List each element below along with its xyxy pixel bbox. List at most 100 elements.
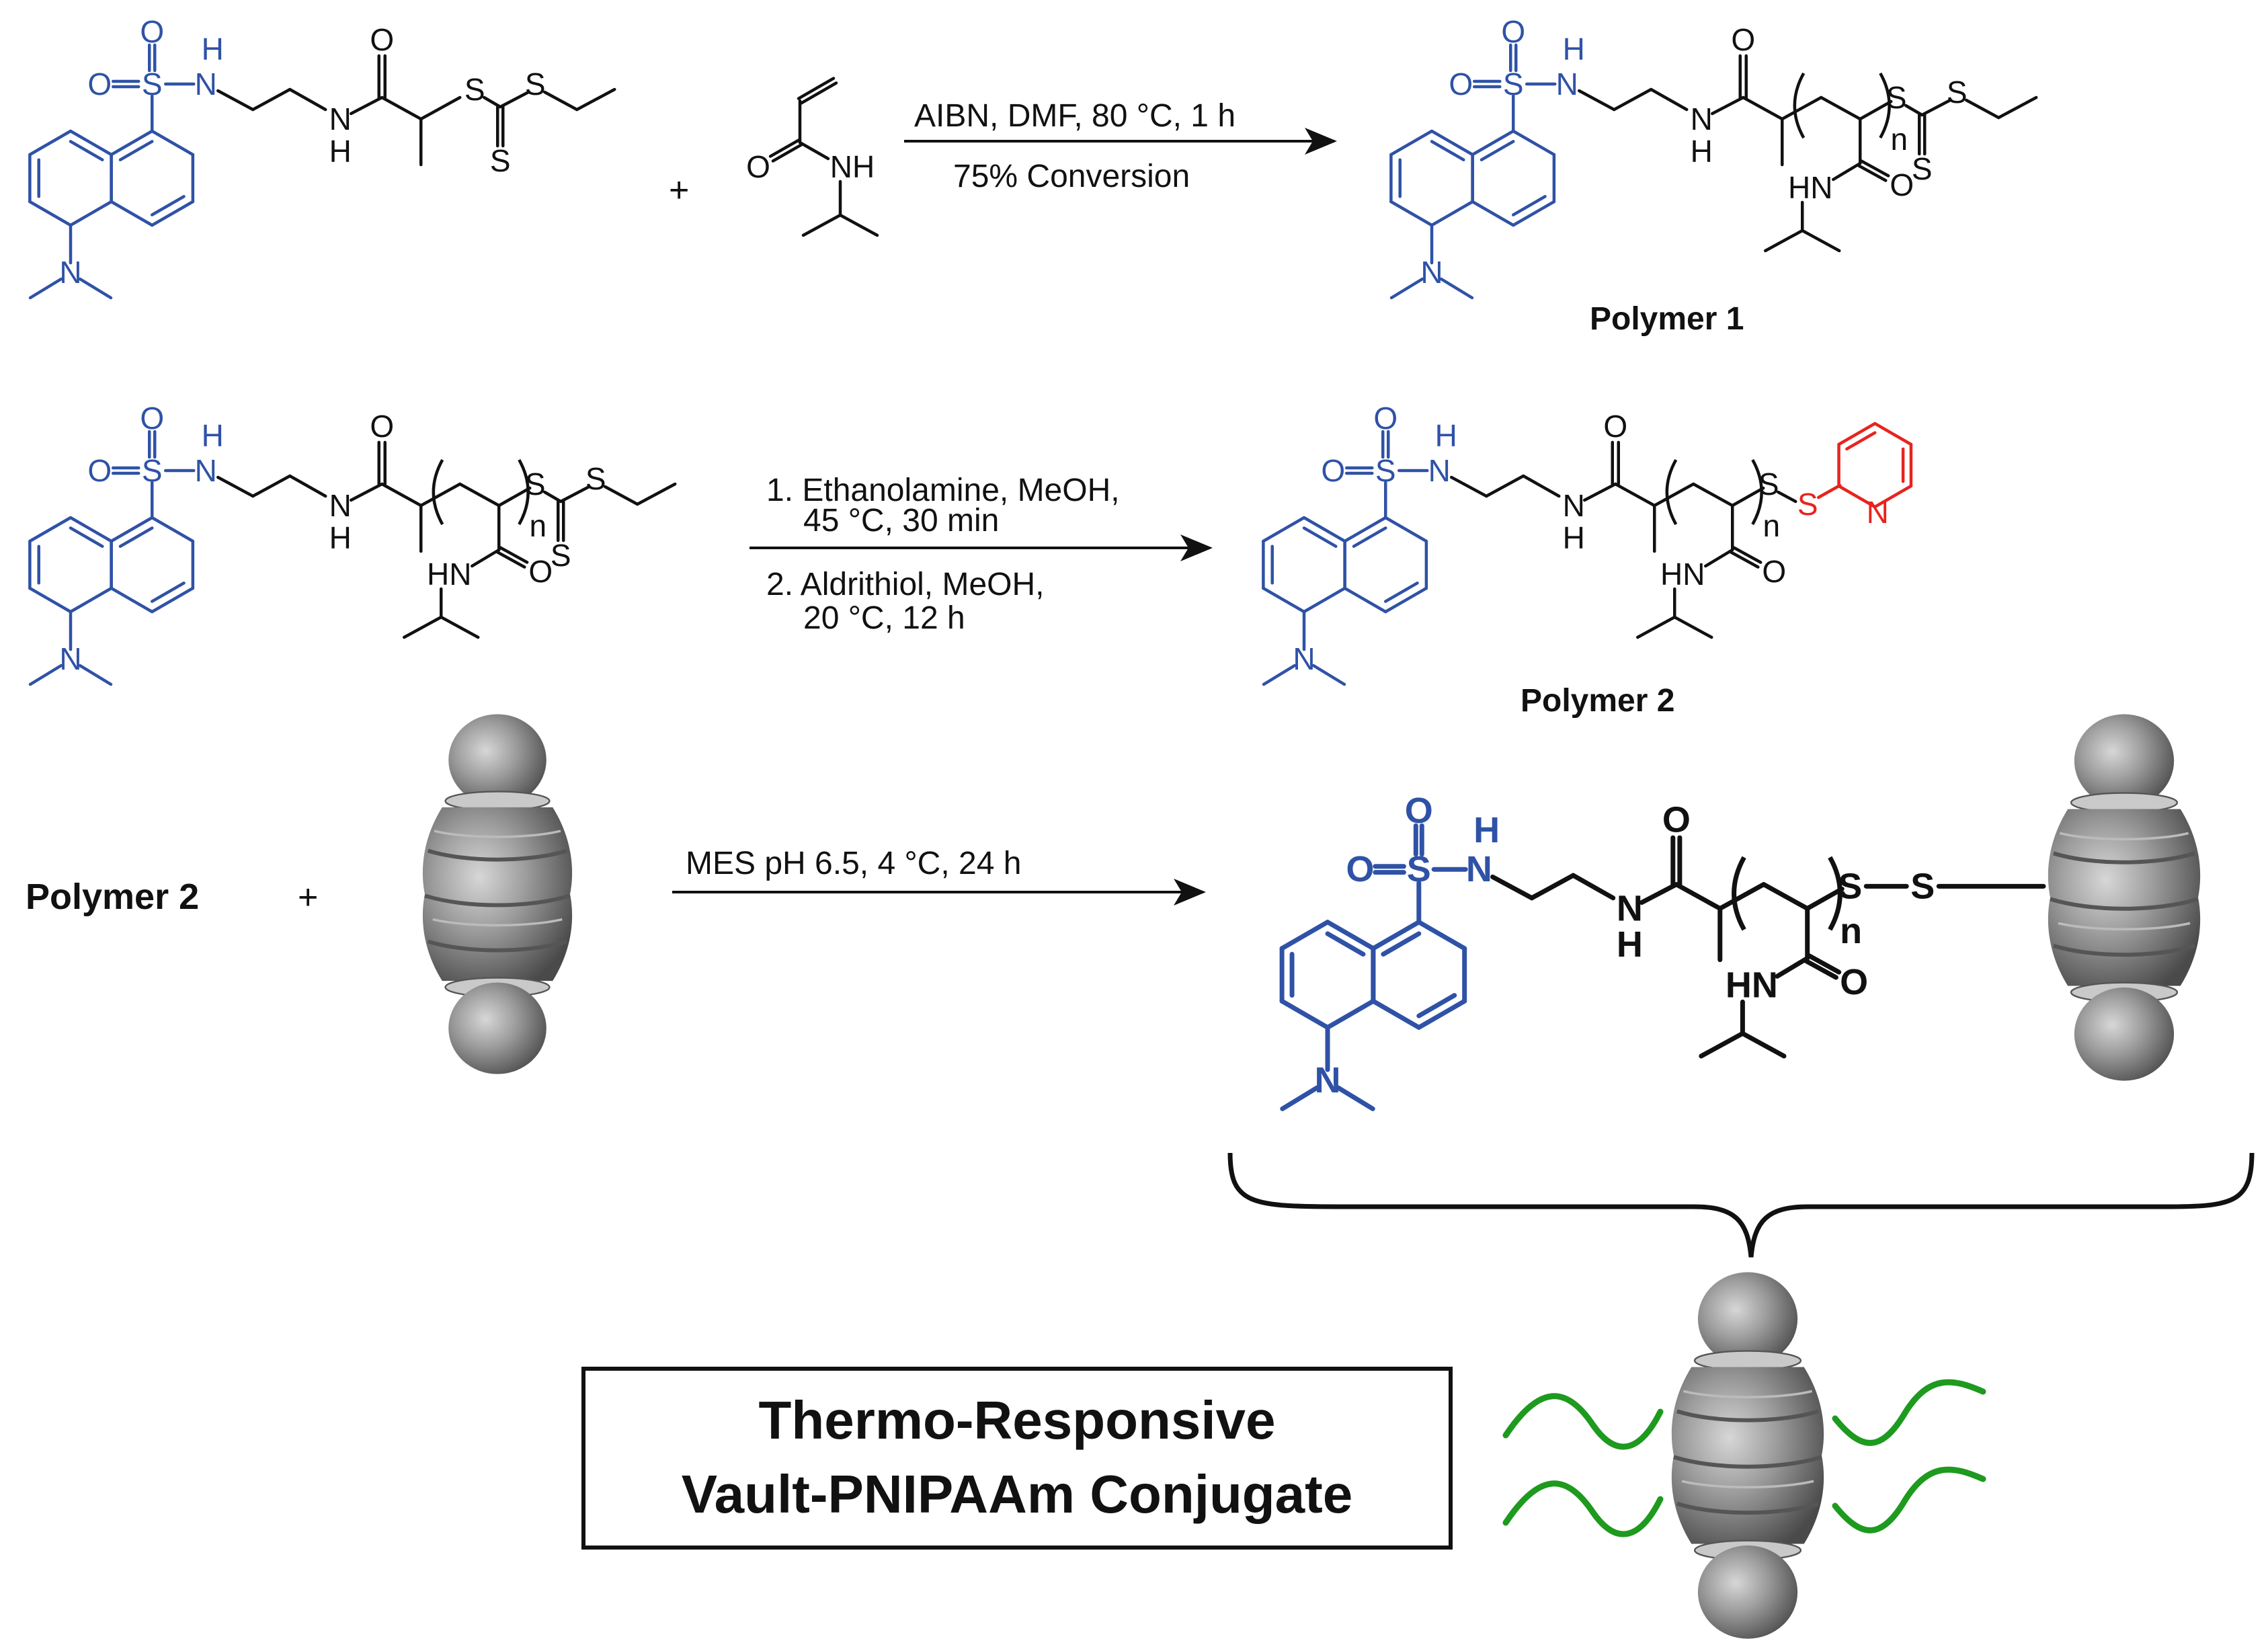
- atom-label: O: [1321, 453, 1345, 488]
- bond: [542, 90, 579, 112]
- bond: [1389, 200, 1434, 227]
- bond: [1262, 516, 1306, 543]
- bond: [1480, 140, 1515, 161]
- bond: [216, 475, 255, 498]
- bond-layer: [28, 43, 2046, 1111]
- bond: [1352, 526, 1387, 548]
- atom-label: O: [87, 67, 112, 102]
- atom-label: O: [1840, 962, 1868, 1002]
- bond: [1439, 277, 1474, 300]
- atom-label: O: [1890, 167, 1914, 202]
- atom-label: S: [1758, 467, 1779, 502]
- bond: [1761, 882, 1810, 911]
- bond: [1302, 516, 1346, 543]
- atom-label: N: [1466, 849, 1492, 889]
- atom-label: N: [1617, 888, 1643, 928]
- bond: [1649, 87, 1689, 112]
- bond: [1652, 482, 1695, 508]
- atom-label: n: [1890, 122, 1908, 157]
- bond: [69, 516, 113, 543]
- bond: [69, 526, 104, 548]
- atom-label: O: [1405, 791, 1433, 831]
- reaction2-conditions-line4: 20 °C, 12 h: [803, 600, 965, 636]
- bond: [439, 615, 480, 639]
- bond: [118, 140, 154, 161]
- atom-label: N: [59, 641, 81, 676]
- bond: [1577, 89, 1616, 112]
- bond: [482, 95, 502, 109]
- polymer-chain-wave-icon: [1832, 1466, 1986, 1533]
- atom-label: O: [1603, 409, 1627, 444]
- atom-label: N: [195, 67, 217, 102]
- bond: [1703, 548, 1734, 568]
- bond: [1691, 482, 1734, 508]
- bond: [110, 586, 154, 614]
- bond: [380, 95, 423, 121]
- bond: [1279, 920, 1330, 951]
- bond: [1471, 129, 1515, 157]
- bond: [603, 485, 639, 506]
- atom-label: S: [1407, 849, 1431, 889]
- repeat-unit-bracket: [1793, 72, 1806, 139]
- bond: [1639, 882, 1679, 905]
- polymer-chain-wave-icon: [1502, 1393, 1664, 1450]
- bond: [1383, 586, 1428, 614]
- bond: [150, 516, 195, 543]
- bond: [1325, 920, 1376, 951]
- atom-label: S: [142, 453, 163, 488]
- bond: [1816, 483, 1842, 499]
- bond: [1430, 129, 1474, 157]
- atom-label: N: [59, 255, 81, 290]
- atom-label: NH: [830, 149, 875, 184]
- atom-label: N: [1867, 495, 1889, 530]
- bond: [801, 213, 842, 237]
- bond: [768, 138, 801, 158]
- bond: [1449, 475, 1488, 498]
- bond: [1325, 931, 1366, 957]
- bond: [402, 615, 443, 639]
- atom-label: H: [329, 134, 352, 169]
- atom-label: O: [1373, 401, 1398, 436]
- bond: [1302, 586, 1346, 614]
- bond: [150, 200, 195, 227]
- bond: [1280, 1085, 1320, 1111]
- bond: [28, 200, 73, 227]
- atom-label: HN: [1788, 170, 1832, 205]
- atom-label: N: [1563, 488, 1585, 523]
- polymer-chain-waves: [1502, 1379, 1986, 1537]
- bond: [1490, 874, 1535, 901]
- bond: [110, 516, 154, 543]
- bond: [150, 195, 186, 216]
- polymer2-label: Polymer 2: [1521, 683, 1674, 719]
- bond: [635, 482, 677, 506]
- atom-label: H: [202, 32, 224, 67]
- vault-final-icon: [1672, 1272, 1824, 1638]
- bond: [1776, 490, 1797, 504]
- atom-label: H: [1473, 810, 1500, 850]
- bond: [799, 81, 838, 105]
- bond: [1262, 664, 1297, 686]
- repeat-unit-bracket: [432, 458, 444, 526]
- bond: [470, 548, 501, 568]
- bond: [150, 582, 186, 603]
- atom-label: O: [370, 22, 394, 57]
- atom-label: S: [1797, 487, 1818, 522]
- bond: [1730, 551, 1760, 569]
- bond: [1804, 958, 1838, 980]
- atom-label: O: [1762, 554, 1786, 589]
- bond: [1858, 99, 1893, 121]
- bond: [1570, 873, 1616, 901]
- polymer1-label: Polymer 1: [1590, 301, 1744, 337]
- atom-label: O: [140, 14, 164, 49]
- atom-label: n: [1763, 508, 1780, 543]
- bond: [1730, 486, 1765, 508]
- repeat-unit-bracket: [1665, 458, 1678, 526]
- atom-label: S: [1375, 453, 1396, 488]
- bond: [1311, 664, 1346, 686]
- atom-label: S: [585, 461, 606, 496]
- bond: [1732, 546, 1763, 564]
- repeat-unit-bracket: [1879, 72, 1891, 139]
- atom-label: O: [1346, 849, 1374, 889]
- bond: [1857, 164, 1888, 182]
- result-title-line2: Vault-PNIPAAm Conjugate: [682, 1464, 1353, 1524]
